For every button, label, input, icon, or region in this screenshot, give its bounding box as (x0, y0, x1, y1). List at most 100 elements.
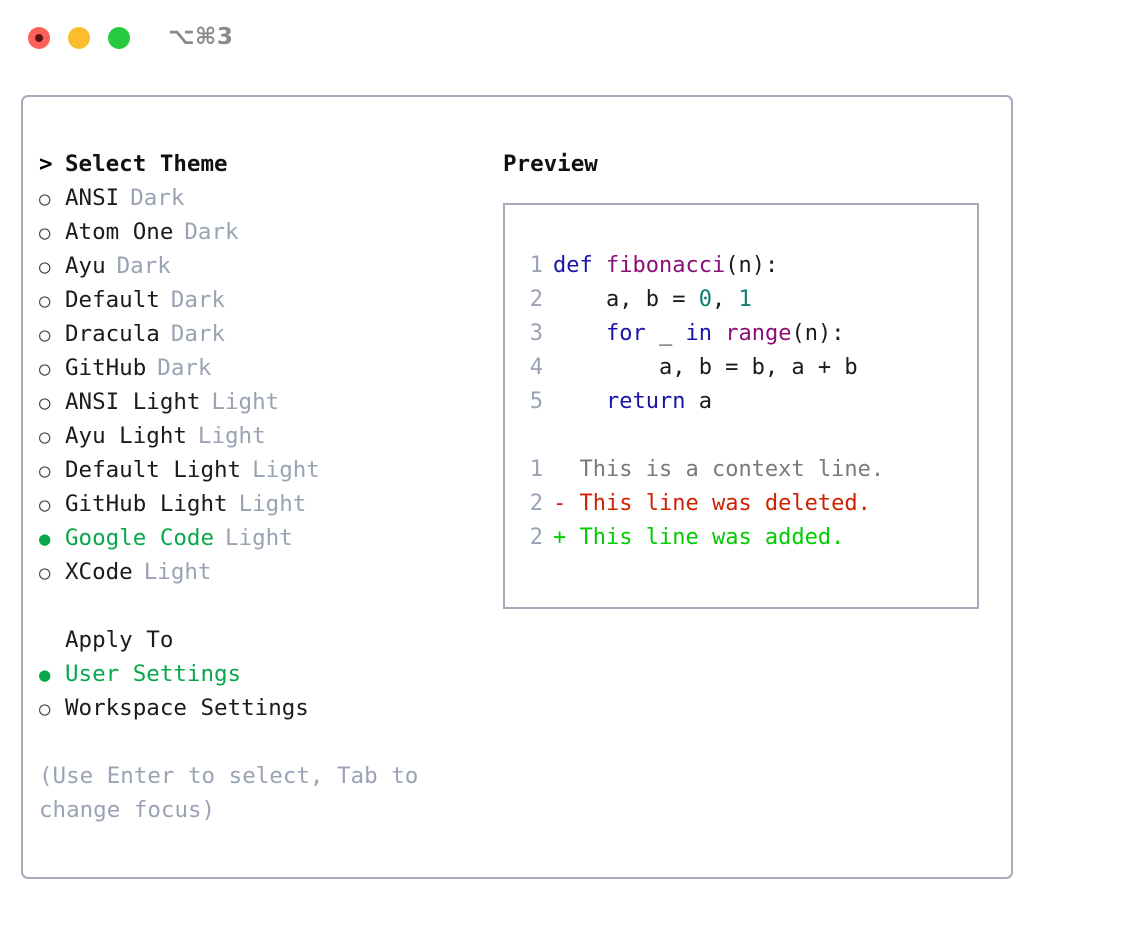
theme-name-label: Default Light (65, 457, 242, 483)
pane-spacer (39, 589, 489, 623)
apply-to-heading-label: Apply To (65, 627, 174, 653)
code-token (553, 389, 606, 414)
diff-sign: + (553, 525, 567, 550)
close-window-button[interactable] (28, 27, 50, 49)
line-number: 4 (529, 355, 543, 380)
code-token: a (685, 389, 712, 414)
theme-kind-label: Light (197, 423, 266, 449)
diff-spacer (566, 491, 579, 516)
radio-unselected-icon: ○ (39, 358, 51, 380)
line-number: 1 (529, 457, 543, 482)
theme-name-label: XCode (65, 559, 133, 585)
diff-sign: - (553, 491, 567, 516)
apply-to-heading: ○Apply To (39, 623, 489, 657)
code-line: 4 a, b = b, a + b (521, 351, 977, 385)
theme-list-item[interactable]: ○ XCode Light (39, 555, 489, 589)
diff-line: 2+ This line was added. (521, 521, 977, 555)
radio-unselected-icon: ○ (39, 392, 51, 414)
code-token (553, 321, 606, 346)
theme-name-label: Ayu (65, 253, 106, 279)
code-token: (n): (725, 253, 779, 278)
code-token: 1 (738, 287, 752, 312)
apply-to-list: ● User Settings ○Workspace Settings (39, 657, 489, 725)
maximize-window-button[interactable] (108, 27, 130, 49)
select-theme-heading: > Select Theme (39, 147, 489, 181)
radio-unselected-icon: ○ (39, 290, 51, 312)
code-token: _ (645, 321, 686, 346)
code-token: range (725, 321, 792, 346)
diff-sign (553, 457, 566, 482)
hint-text: (Use Enter to select, Tab to change focu… (39, 763, 419, 823)
radio-selected-icon: ● (39, 664, 51, 686)
code-line: 1 def fibonacci(n): (521, 249, 977, 283)
theme-name-label: Ayu Light (65, 423, 187, 449)
radio-unselected-icon: ○ (39, 460, 51, 482)
theme-kind-label: Light (143, 559, 212, 585)
radio-unselected-icon: ○ (39, 188, 51, 210)
diff-text: This is a context line. (579, 457, 885, 482)
line-number: 2 (529, 287, 543, 312)
theme-kind-label: Light (238, 491, 307, 517)
line-number: 5 (529, 389, 543, 414)
theme-name-label: ANSI Light (65, 389, 201, 415)
diff-line: 2- This line was deleted. (521, 487, 977, 521)
code-token: in (685, 321, 712, 346)
theme-kind-label: Dark (116, 253, 171, 279)
theme-kind-label: Light (252, 457, 320, 483)
theme-name-label: GitHub Light (65, 491, 228, 517)
preview-heading: Preview (503, 151, 598, 177)
code-token (712, 321, 725, 346)
theme-list-item[interactable]: ○ ANSI Dark (39, 181, 489, 215)
apply-to-item[interactable]: ● User Settings (39, 657, 489, 691)
radio-unselected-icon: ○ (39, 562, 51, 584)
minimize-window-button[interactable] (68, 27, 90, 49)
theme-list-item[interactable]: ○ Ayu Light Light (39, 419, 489, 453)
theme-kind-label: Dark (170, 321, 226, 347)
keyboard-shortcut-label: ⌥⌘3 (168, 24, 234, 50)
theme-kind-label: Dark (130, 185, 185, 211)
code-line: 2 a, b = 0, 1 (521, 283, 977, 317)
theme-name-label: ANSI (65, 185, 120, 211)
code-diff-spacer (521, 419, 977, 453)
theme-name-label: Default (65, 287, 160, 313)
title-bar: ⌥⌘3 (0, 0, 1140, 78)
radio-unselected-icon: ○ (39, 698, 51, 720)
radio-unselected-icon: ○ (39, 324, 51, 346)
diff-line: 1 This is a context line. (521, 453, 977, 487)
caret-icon: > (39, 151, 53, 177)
radio-unselected-icon: ○ (39, 426, 51, 448)
apply-to-item[interactable]: ○Workspace Settings (39, 691, 489, 725)
theme-kind-label: Light (225, 525, 293, 551)
traffic-light-group (28, 27, 130, 49)
code-token: , (711, 287, 739, 312)
line-number: 2 (529, 491, 543, 516)
code-token: fibonacci (605, 253, 726, 278)
theme-list-item[interactable]: ○ GitHub Light Light (39, 487, 489, 521)
theme-name-label: Atom One (65, 219, 174, 245)
radio-unselected-icon: ○ (39, 494, 51, 516)
theme-name-label: Google Code (65, 525, 215, 551)
select-theme-heading-label: Select Theme (65, 151, 228, 177)
line-number: 1 (529, 253, 543, 278)
theme-kind-label: Dark (184, 219, 239, 245)
apply-to-label: User Settings (65, 661, 242, 687)
theme-list-item[interactable]: ○ Default Light Light (39, 453, 489, 487)
code-token: 0 (698, 287, 712, 312)
diff-spacer (566, 525, 579, 550)
theme-kind-label: Dark (157, 355, 212, 381)
code-token: a, b = b, a + b (553, 355, 858, 380)
code-token: def (553, 253, 606, 278)
